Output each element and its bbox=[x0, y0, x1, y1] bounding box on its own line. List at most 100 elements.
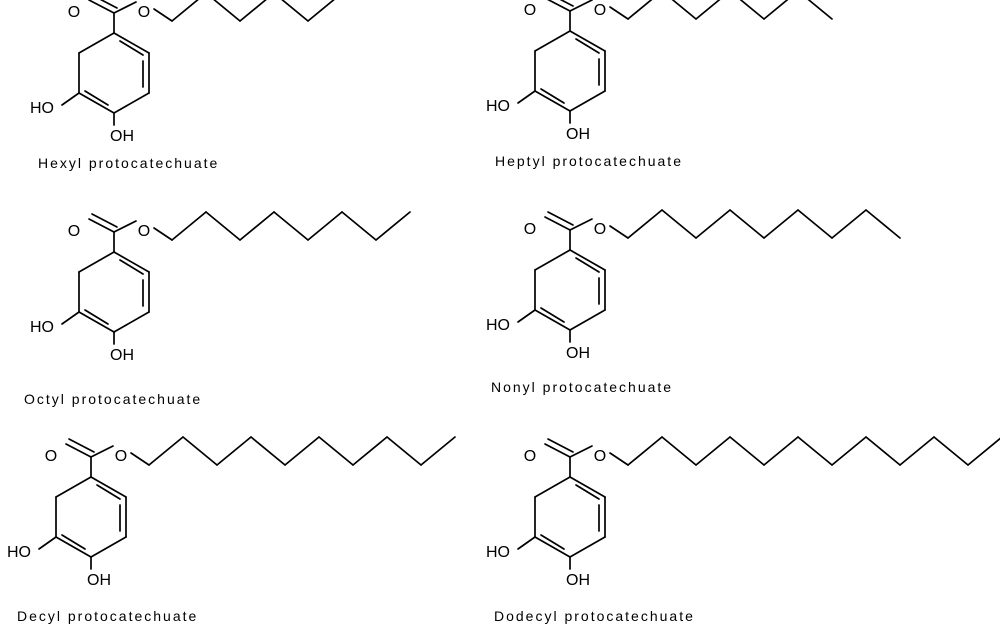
alkyl-chain-bond bbox=[627, 436, 663, 466]
alkyl-chain-bond bbox=[239, 0, 267, 22]
alkyl-chain-bond bbox=[763, 209, 799, 239]
ring-bond bbox=[569, 30, 606, 52]
ring-bond bbox=[78, 251, 115, 273]
alkyl-chain-bond bbox=[933, 436, 969, 466]
alkyl-chain-bond bbox=[661, 209, 697, 239]
para-hydroxyl-label: OH bbox=[566, 345, 590, 362]
para-hydroxyl-label: OH bbox=[110, 347, 134, 364]
alkyl-chain-bond bbox=[307, 211, 343, 241]
alkyl-chain-bond bbox=[386, 436, 422, 466]
ring-bond bbox=[569, 536, 606, 558]
carbonyl-double-bond bbox=[547, 438, 574, 453]
alkyl-chain-bond bbox=[318, 436, 354, 466]
alkyl-chain-bond bbox=[352, 436, 388, 466]
ring-double-bond bbox=[84, 90, 109, 106]
compound-name: Dodecyl protocatechuate bbox=[494, 608, 695, 624]
alkyl-chain-bond bbox=[729, 436, 765, 466]
alkyl-chain-bond bbox=[284, 436, 320, 466]
alkyl-chain-bond bbox=[739, 0, 765, 20]
alkyl-chain-bond bbox=[695, 209, 731, 239]
ring-double-bond bbox=[61, 534, 86, 550]
alkyl-chain-bond bbox=[797, 436, 833, 466]
alkyl-chain-bond bbox=[807, 0, 833, 20]
alkyl-chain-bond bbox=[281, 0, 309, 22]
ring-double-bond bbox=[575, 484, 600, 500]
carbonyl-double-bond bbox=[547, 0, 571, 12]
carbonyl-oxygen-label: O bbox=[524, 448, 536, 465]
ring-bond bbox=[113, 311, 150, 333]
ring-double-bond bbox=[119, 40, 144, 56]
ring-bond bbox=[113, 251, 150, 273]
ester-bond bbox=[90, 445, 114, 458]
compound-name: Octyl protocatechuate bbox=[24, 391, 202, 407]
alkyl-chain-bond bbox=[182, 436, 218, 466]
ring-bond bbox=[534, 90, 571, 112]
alkyl-chain-bond bbox=[763, 0, 789, 20]
alkyl-chain-bond bbox=[661, 436, 697, 466]
ring-double-bond bbox=[540, 307, 565, 323]
alkyl-chain-bond bbox=[695, 436, 731, 466]
meta-hydroxyl-label: HO bbox=[30, 100, 54, 117]
carbonyl-double-bond bbox=[544, 216, 571, 231]
alkyl-chain-bond bbox=[627, 0, 653, 20]
ring-double-bond bbox=[84, 309, 109, 325]
ester-oxygen-label: O bbox=[594, 448, 606, 465]
ring-bond bbox=[534, 309, 571, 331]
carbonyl-double-bond bbox=[88, 218, 115, 233]
alkyl-chain-bond bbox=[307, 0, 335, 22]
ester-oxygen-label: O bbox=[115, 448, 127, 465]
ring-bond bbox=[78, 92, 115, 114]
molecule-5: O O HO OH bbox=[7, 436, 456, 589]
alkyl-chain-bond bbox=[148, 436, 184, 466]
meta-hydroxyl-bond bbox=[517, 90, 536, 104]
ring-double-bond bbox=[575, 257, 600, 273]
ring-bond bbox=[78, 32, 115, 54]
meta-hydroxyl-label: HO bbox=[486, 317, 510, 334]
alkyl-chain-bond bbox=[899, 436, 935, 466]
ring-bond bbox=[534, 30, 571, 52]
ring-bond bbox=[55, 476, 92, 498]
ring-double-bond bbox=[119, 259, 144, 275]
alkyl-chain-bond bbox=[609, 452, 629, 466]
alkyl-chain-bond bbox=[967, 437, 1000, 466]
alkyl-chain-bond bbox=[250, 436, 286, 466]
meta-hydroxyl-label: HO bbox=[486, 98, 510, 115]
alkyl-chain-bond bbox=[420, 436, 456, 466]
carbonyl-oxygen-label: O bbox=[45, 448, 57, 465]
ring-double-bond bbox=[540, 534, 565, 550]
alkyl-chain-bond bbox=[153, 227, 173, 241]
ring-bond bbox=[113, 32, 150, 54]
alkyl-chain-bond bbox=[627, 209, 663, 239]
ester-oxygen-label: O bbox=[594, 2, 606, 19]
alkyl-chain-bond bbox=[216, 436, 252, 466]
alkyl-chain-bond bbox=[213, 0, 241, 22]
ester-oxygen-label: O bbox=[138, 223, 150, 240]
ring-bond bbox=[534, 536, 571, 558]
meta-hydroxyl-label: HO bbox=[30, 319, 54, 336]
meta-hydroxyl-bond bbox=[517, 536, 536, 550]
alkyl-chain-bond bbox=[341, 211, 377, 241]
para-hydroxyl-label: OH bbox=[566, 572, 590, 589]
para-hydroxyl-label: OH bbox=[87, 572, 111, 589]
alkyl-chain-bond bbox=[609, 225, 629, 239]
alkyl-chain-bond bbox=[171, 0, 199, 22]
ester-bond bbox=[113, 220, 137, 233]
carbonyl-double-bond bbox=[99, 0, 118, 9]
meta-hydroxyl-label: HO bbox=[7, 544, 31, 561]
ester-oxygen-label: O bbox=[594, 221, 606, 238]
ester-bond bbox=[569, 445, 593, 458]
meta-hydroxyl-bond bbox=[517, 309, 536, 323]
alkyl-chain-bond bbox=[729, 209, 765, 239]
meta-hydroxyl-bond bbox=[38, 536, 57, 550]
ring-bond bbox=[569, 90, 606, 112]
compound-name: Nonyl protocatechuate bbox=[491, 379, 673, 395]
para-hydroxyl-label: OH bbox=[566, 126, 590, 143]
ring-bond bbox=[55, 536, 92, 558]
meta-hydroxyl-bond bbox=[61, 311, 80, 325]
alkyl-chain-bond bbox=[375, 211, 411, 241]
alkyl-chain-bond bbox=[239, 211, 275, 241]
